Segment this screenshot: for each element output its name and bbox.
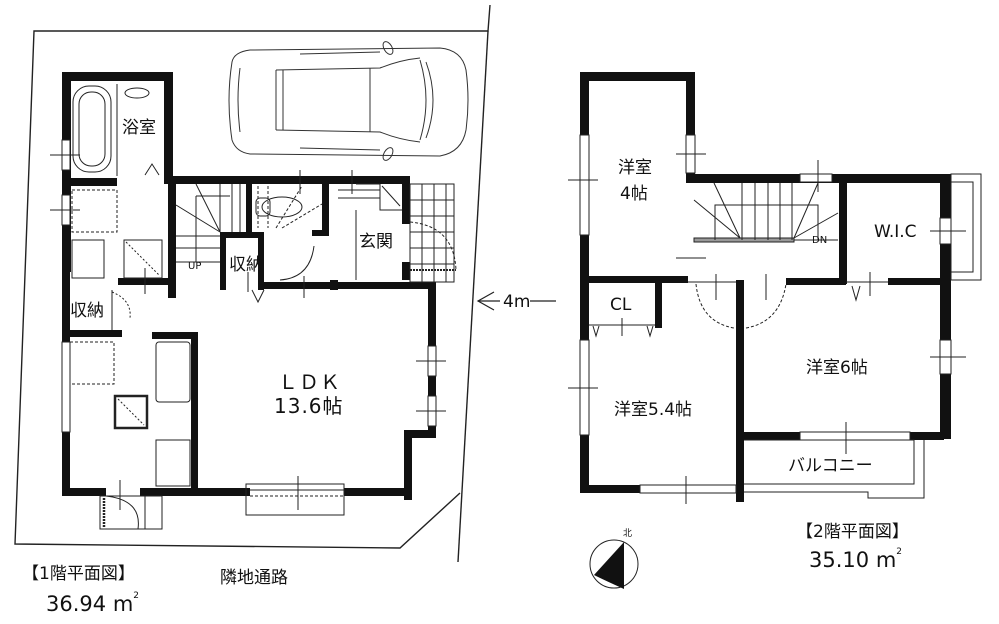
site-boundary bbox=[14, 4, 491, 563]
road-width-arrow bbox=[476, 291, 556, 311]
floor1-area-sup: 2 bbox=[133, 591, 140, 601]
floor1-area-unit: m bbox=[112, 592, 134, 616]
road-width-label: 4m bbox=[503, 292, 531, 312]
floor2-area: 35.10 m2 bbox=[809, 547, 903, 572]
stairs-down-label: DN bbox=[812, 235, 828, 246]
room-label-western-6: 洋室6帖 bbox=[806, 358, 868, 378]
room-label-ldk-size: 13.6帖 bbox=[274, 394, 344, 418]
room-label-ldk: ＬＤＫ bbox=[278, 370, 341, 394]
stairs-up-label: UP bbox=[188, 261, 202, 272]
room-label-wic: W.I.C bbox=[874, 222, 917, 242]
room-label-balcony: バルコニー bbox=[788, 456, 873, 476]
floor1-fixtures bbox=[50, 84, 457, 530]
floor2-area-sup: 2 bbox=[896, 547, 903, 557]
north-arrow-icon bbox=[589, 539, 639, 589]
room-label-storage-hall: 収納 bbox=[229, 255, 263, 275]
floor1-walls bbox=[62, 72, 436, 500]
car-icon bbox=[228, 41, 469, 161]
room-label-storage-kitchen: 収納 bbox=[70, 301, 104, 321]
north-label: 北 bbox=[623, 529, 633, 539]
floor1-area: 36.94 m2 bbox=[46, 591, 140, 616]
floor2-area-unit: m bbox=[875, 548, 897, 572]
room-label-closet: CL bbox=[610, 295, 632, 315]
floor2-fixtures bbox=[568, 134, 982, 504]
room-label-bath: 浴室 bbox=[122, 118, 156, 138]
floor1-area-value: 36.94 bbox=[46, 592, 107, 616]
room-label-entrance: 玄関 bbox=[359, 232, 393, 252]
neighbor-path-label: 隣地通路 bbox=[220, 568, 288, 588]
room-label-western-4: 洋室 bbox=[618, 158, 652, 178]
room-label-western-4-size: 4帖 bbox=[620, 184, 648, 204]
floor2-area-value: 35.10 bbox=[809, 548, 870, 572]
room-label-western-5-4: 洋室5.4帖 bbox=[614, 400, 693, 420]
floor2-title: 【2階平面図】 bbox=[796, 522, 909, 542]
floor1-title: 【1階平面図】 bbox=[22, 564, 135, 584]
